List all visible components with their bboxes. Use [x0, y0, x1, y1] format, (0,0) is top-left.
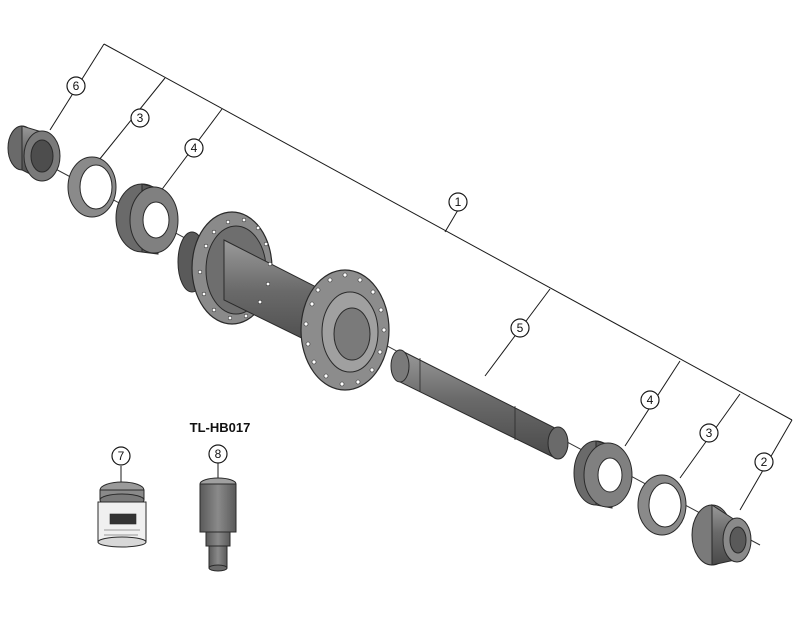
tool-label: TL-HB017 [190, 420, 251, 435]
callout-4-left: 4 [184, 138, 204, 158]
callout-8: 8 [208, 444, 228, 464]
part-1-hub-body [177, 211, 390, 391]
part-4-bearing-right [573, 440, 633, 509]
part-4-bearing-left [115, 183, 179, 255]
callout-1-bracket [49, 43, 793, 511]
callout-2: 2 [754, 452, 774, 472]
callout-3-left: 3 [130, 108, 150, 128]
callout-3-right: 3 [699, 423, 719, 443]
callout-1: 1 [448, 192, 468, 212]
callout-8-number: 8 [215, 447, 222, 461]
callout-4-right: 4 [640, 390, 660, 410]
callout-6-number: 6 [73, 79, 80, 93]
callout-6: 6 [66, 76, 86, 96]
callout-4-left-number: 4 [191, 141, 198, 155]
part-3-spacer-ring-right [637, 474, 687, 536]
part-8-tool [199, 463, 237, 572]
part-6-end-cap [7, 125, 61, 182]
part-7-grease-jar [97, 466, 147, 548]
callout-4-right-number: 4 [647, 393, 654, 407]
callout-3-left-number: 3 [137, 111, 144, 125]
callout-7: 7 [111, 446, 131, 466]
callout-3-right-number: 3 [706, 426, 713, 440]
callout-7-number: 7 [118, 449, 125, 463]
callout-1-number: 1 [455, 195, 462, 209]
part-2-end-cap [691, 504, 752, 566]
callout-2-number: 2 [761, 455, 768, 469]
part-3-spacer-ring-left [67, 156, 117, 218]
callout-5: 5 [510, 318, 530, 338]
callout-5-number: 5 [517, 321, 524, 335]
part-5-axle [390, 349, 569, 460]
